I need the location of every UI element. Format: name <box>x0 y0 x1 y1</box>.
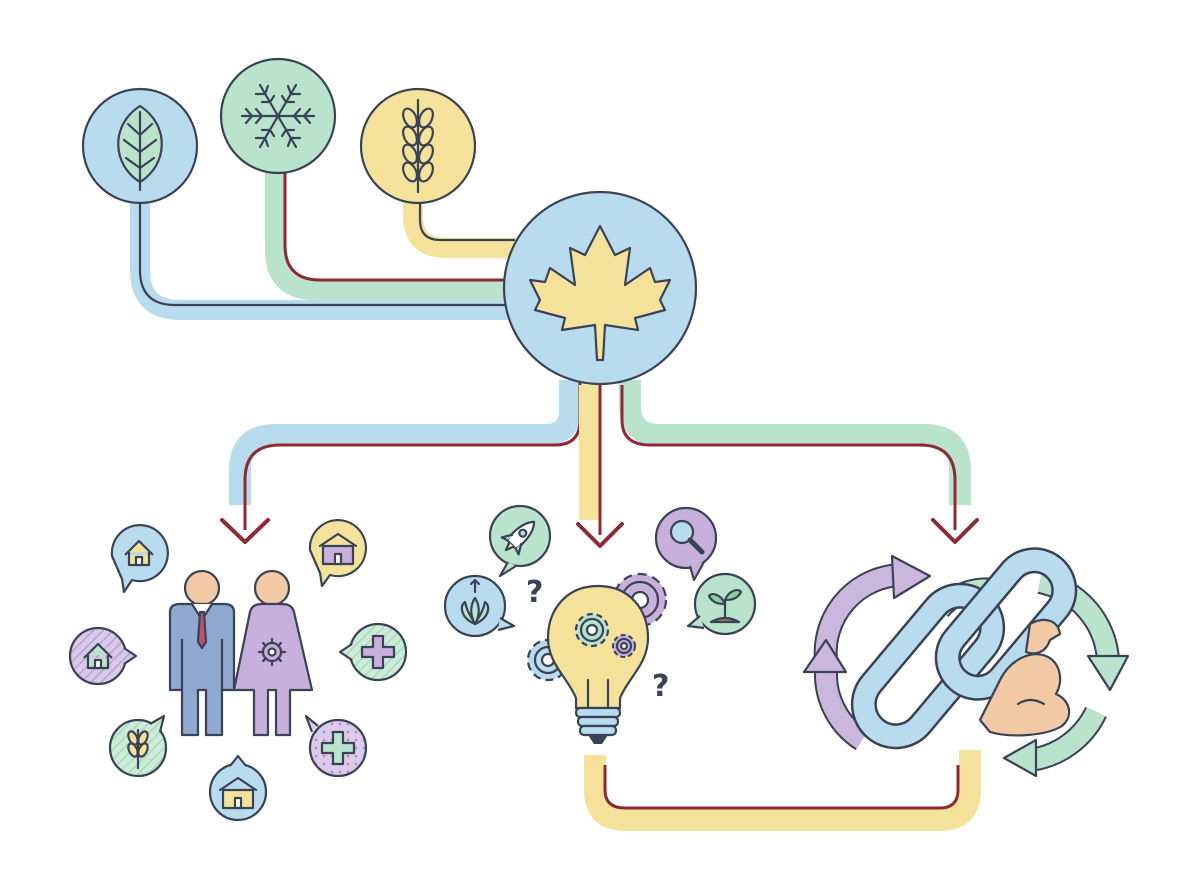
arrow-down-innovation <box>576 522 624 548</box>
arrow-down-resilience <box>931 518 979 544</box>
bubble-wheat <box>108 714 168 778</box>
bubble-house-2 <box>68 626 138 686</box>
bubble-health-1 <box>338 622 408 682</box>
bubble-school-2 <box>208 754 268 822</box>
bubble-health-2 <box>304 714 368 778</box>
snowflake-icon <box>240 83 316 149</box>
source-nature <box>81 87 199 205</box>
outcome-innovation: ? ? <box>443 504 757 744</box>
health-cross-icon <box>360 634 396 670</box>
flexed-arm-icon <box>978 618 1071 737</box>
gear-icon <box>257 637 287 667</box>
source-winter <box>219 57 337 175</box>
wheat-icon <box>402 98 434 194</box>
maple-leaf-icon <box>528 224 672 362</box>
school-icon <box>318 532 358 566</box>
health-cross-icon <box>320 730 356 766</box>
arrow-down-community <box>220 518 270 544</box>
bubble-rocket <box>488 504 552 578</box>
bubble-sprout <box>686 572 757 636</box>
hub-canada <box>502 190 698 386</box>
outcome-connectors <box>229 380 981 831</box>
magnifier-icon <box>669 519 705 555</box>
arrowheads <box>220 518 979 548</box>
house-icon <box>83 642 113 670</box>
house-icon <box>124 539 154 567</box>
source-connectors <box>130 160 530 320</box>
sprout-icon <box>707 589 743 624</box>
man-figure <box>168 569 236 737</box>
leaf-icon <box>117 104 163 192</box>
rocket-icon <box>500 520 536 556</box>
question-mark-icon: ? <box>652 669 669 704</box>
lightbulb-icon <box>546 584 650 744</box>
bubble-plant-growth <box>443 574 516 638</box>
wheat-icon <box>127 728 149 770</box>
woman-figure <box>232 569 314 737</box>
bubble-house-1 <box>110 524 169 594</box>
source-agriculture <box>359 87 477 205</box>
outcome-community <box>68 519 408 822</box>
school-icon <box>218 776 258 810</box>
question-mark-icon: ? <box>526 575 543 610</box>
outcome-resilience <box>802 547 1130 778</box>
plant-growth-icon <box>460 578 490 626</box>
bubble-magnifier <box>654 506 718 582</box>
bubble-school-1 <box>308 519 368 588</box>
